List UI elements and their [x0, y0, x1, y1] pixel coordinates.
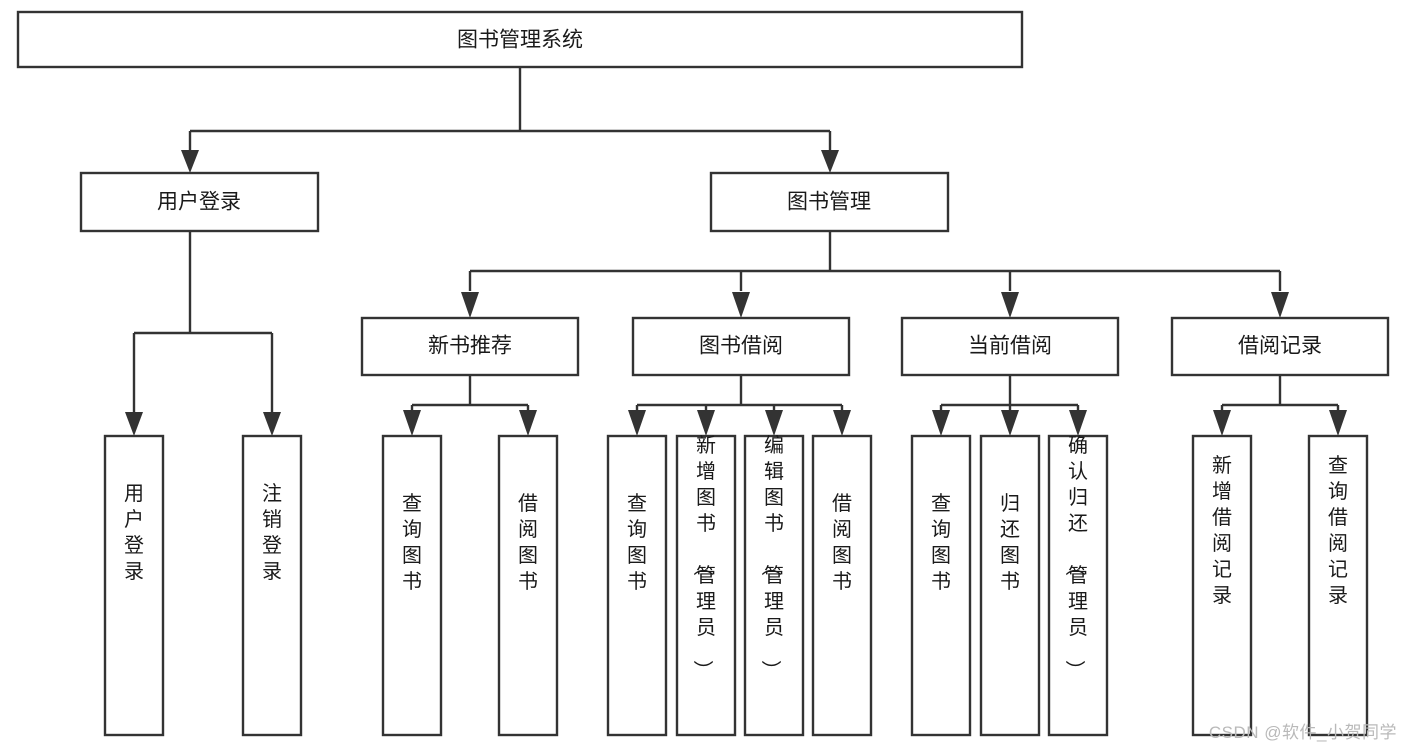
connector-group-root [181, 67, 839, 173]
node-leaf-user-logout[interactable]: 注销登录 [241, 434, 303, 737]
arrowhead-user-login [181, 150, 199, 173]
node-leaf-add-book-label: 新增图书（管理员） [691, 434, 716, 680]
node-leaf-add-record-box[interactable] [1191, 434, 1253, 737]
connector-group-user-login [125, 231, 281, 436]
node-leaf-query-book-2-label: 查询图书 [627, 492, 647, 593]
arrowhead-leaf-user-logout [263, 412, 281, 436]
node-user-login-label: 用户登录 [157, 191, 241, 214]
node-leaf-query-record[interactable]: 查询借阅记录 [1307, 434, 1369, 737]
node-root[interactable]: 图书管理系统 [16, 10, 1024, 69]
node-book-manage-box[interactable] [709, 171, 950, 233]
arrowhead-book-borrow [732, 292, 750, 318]
arrowhead-leaf-query-record [1329, 410, 1347, 436]
arrowhead-leaf-borrow-book-1 [519, 410, 537, 436]
node-leaf-add-book[interactable]: 新增图书（管理员） [675, 434, 737, 737]
node-leaf-borrow-book-2-box[interactable] [811, 434, 873, 737]
arrowhead-leaf-query-book-2 [628, 410, 646, 436]
node-borrow-record[interactable]: 借阅记录 [1170, 316, 1390, 377]
arrowhead-leaf-borrow-book-2 [833, 410, 851, 436]
node-current-borrow[interactable]: 当前借阅 [900, 316, 1120, 377]
node-leaf-query-record-box[interactable] [1307, 434, 1369, 737]
node-root-label: 图书管理系统 [457, 29, 583, 52]
node-new-book-recommend-label: 新书推荐 [428, 335, 512, 358]
node-leaf-edit-book[interactable]: 编辑图书（管理员） [743, 434, 805, 737]
node-leaf-user-logout-box[interactable] [241, 434, 303, 737]
connector-group-new-book-recommend [403, 375, 537, 436]
connector-group-borrow-record [1213, 375, 1347, 436]
arrowhead-leaf-user-login [125, 412, 143, 436]
arrowhead-new-book-recommend [461, 292, 479, 318]
arrowhead-leaf-confirm-return [1069, 410, 1087, 436]
node-leaf-user-login-box[interactable] [103, 434, 165, 737]
node-current-borrow-label: 当前借阅 [968, 335, 1052, 358]
connector-group-book-borrow [628, 375, 851, 436]
arrowhead-leaf-edit-book [765, 410, 783, 436]
connector-group-current-borrow [932, 375, 1087, 436]
arrowhead-leaf-query-book-1 [403, 410, 421, 436]
node-leaf-query-book-3-label: 查询图书 [931, 492, 951, 593]
arrowhead-leaf-query-book-3 [932, 410, 950, 436]
node-book-borrow-label: 图书借阅 [699, 335, 783, 358]
node-leaf-query-book-2-box[interactable] [606, 434, 668, 737]
node-leaf-query-book-1-box[interactable] [381, 434, 443, 737]
arrowhead-borrow-record [1271, 292, 1289, 318]
node-leaf-query-record-label: 查询借阅记录 [1328, 454, 1348, 607]
node-leaf-return-book[interactable]: 归还图书 [979, 434, 1041, 737]
node-current-borrow-box[interactable] [900, 316, 1120, 377]
node-leaf-borrow-book-1-box[interactable] [497, 434, 559, 737]
node-leaf-user-login-label: 用户登录 [124, 483, 144, 583]
node-borrow-record-box[interactable] [1170, 316, 1390, 377]
node-book-manage[interactable]: 图书管理 [709, 171, 950, 233]
node-leaf-confirm-return[interactable]: 确认归还（管理员） [1047, 434, 1109, 737]
node-new-book-recommend[interactable]: 新书推荐 [360, 316, 580, 377]
arrowhead-current-borrow [1001, 292, 1019, 318]
node-book-borrow[interactable]: 图书借阅 [631, 316, 851, 377]
node-borrow-record-label: 借阅记录 [1238, 335, 1322, 358]
arrowhead-leaf-add-book [697, 410, 715, 436]
node-user-login[interactable]: 用户登录 [79, 171, 320, 233]
node-book-borrow-box[interactable] [631, 316, 851, 377]
node-leaf-return-book-label: 归还图书 [1000, 492, 1020, 593]
node-leaf-borrow-book-1-label: 借阅图书 [518, 492, 538, 593]
node-leaf-borrow-book-2-label: 借阅图书 [832, 492, 852, 593]
node-leaf-query-book-1[interactable]: 查询图书 [381, 434, 443, 737]
node-leaf-query-book-3[interactable]: 查询图书 [910, 434, 972, 737]
node-leaf-confirm-return-box[interactable] [1047, 434, 1109, 737]
arrowhead-leaf-add-record [1213, 410, 1231, 436]
node-root-box[interactable] [16, 10, 1024, 69]
node-leaf-add-record[interactable]: 新增借阅记录 [1191, 434, 1253, 737]
node-leaf-return-book-box[interactable] [979, 434, 1041, 737]
csdn-watermark: CSDN @软件_小贺同学 [1208, 723, 1397, 742]
node-leaf-borrow-book-1[interactable]: 借阅图书 [497, 434, 559, 737]
node-new-book-recommend-box[interactable] [360, 316, 580, 377]
node-leaf-edit-book-label: 编辑图书（管理员） [759, 434, 784, 680]
node-leaf-confirm-return-label: 确认归还（管理员） [1063, 434, 1088, 680]
node-leaf-borrow-book-2[interactable]: 借阅图书 [811, 434, 873, 737]
node-leaf-add-record-label: 新增借阅记录 [1212, 454, 1232, 607]
connector-group-book-manage [461, 231, 1289, 318]
arrowhead-book-manage [821, 150, 839, 173]
node-leaf-user-login[interactable]: 用户登录 [103, 434, 165, 737]
node-leaf-query-book-3-box[interactable] [910, 434, 972, 737]
node-book-manage-label: 图书管理 [787, 191, 871, 214]
node-leaf-user-logout-label: 注销登录 [262, 482, 282, 583]
node-leaf-edit-book-box[interactable] [743, 434, 805, 737]
node-leaf-add-book-box[interactable] [675, 434, 737, 737]
node-leaf-query-book-2[interactable]: 查询图书 [606, 434, 668, 737]
arrowhead-leaf-return-book [1001, 410, 1019, 436]
node-leaf-query-book-1-label: 查询图书 [402, 492, 422, 593]
node-user-login-box[interactable] [79, 171, 320, 233]
